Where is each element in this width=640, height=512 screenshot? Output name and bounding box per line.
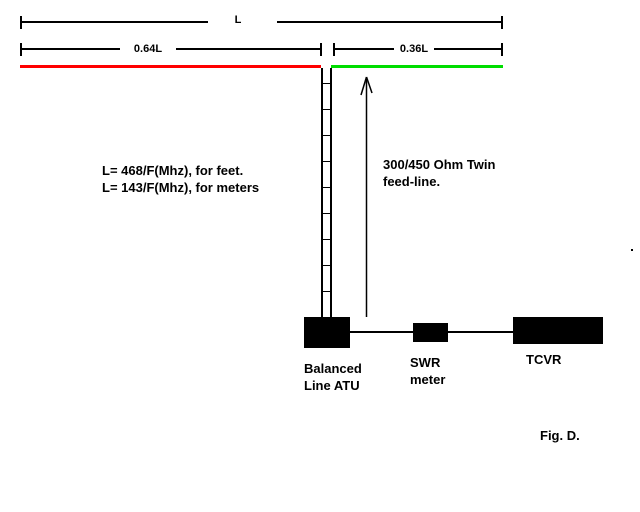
dim-total-label: L bbox=[208, 13, 268, 27]
feedline-annotation-line2: feed-line. bbox=[383, 174, 441, 189]
swr-meter-box bbox=[413, 323, 448, 342]
feedline-annotation-line1: 300/450 Ohm Twin bbox=[383, 157, 496, 172]
tcvr-label: TCVR bbox=[526, 352, 562, 367]
length-formulas: L= 468/F(Mhz), for feet. L= 143/F(Mhz), … bbox=[102, 162, 259, 196]
ladder-rung bbox=[321, 109, 332, 110]
dim-left-line-right-segment bbox=[176, 48, 322, 50]
dim-total-tick-right bbox=[501, 16, 503, 29]
dim-right-tick-right bbox=[501, 43, 503, 56]
dim-total-line-left-segment bbox=[20, 21, 208, 23]
feedline-annotation: 300/450 Ohm Twin feed-line. bbox=[383, 156, 495, 190]
dim-right-line-right-segment bbox=[434, 48, 503, 50]
swr-meter-label: SWR meter bbox=[410, 354, 445, 388]
atu-label-line2: Line ATU bbox=[304, 378, 360, 393]
antenna-right-element-wire bbox=[331, 65, 503, 68]
ladder-rail-left bbox=[321, 68, 323, 317]
ladder-rung bbox=[321, 291, 332, 292]
dim-left-line-left-segment bbox=[20, 48, 120, 50]
dim-left-tick-right bbox=[320, 43, 322, 56]
atu-label-line1: Balanced bbox=[304, 361, 362, 376]
formula-feet: L= 468/F(Mhz), for feet. bbox=[102, 163, 244, 178]
ladder-rung bbox=[321, 135, 332, 136]
tcvr-box bbox=[513, 317, 603, 344]
ladder-rung bbox=[321, 265, 332, 266]
dim-total-line-right-segment bbox=[277, 21, 503, 23]
swr-to-tcvr-line bbox=[448, 331, 513, 333]
dim-right-label: 0.36L bbox=[394, 42, 434, 56]
stray-mark bbox=[631, 249, 633, 251]
ladder-rung bbox=[321, 187, 332, 188]
antenna-left-element-wire bbox=[20, 65, 321, 68]
ladder-rung bbox=[321, 83, 332, 84]
balanced-line-atu-label: Balanced Line ATU bbox=[304, 360, 362, 394]
dim-left-label: 0.64L bbox=[120, 42, 176, 56]
ladder-rung bbox=[321, 239, 332, 240]
figure-caption: Fig. D. bbox=[540, 428, 580, 443]
ladder-rung bbox=[321, 213, 332, 214]
swr-label-line1: SWR bbox=[410, 355, 441, 370]
balanced-line-atu-box bbox=[304, 317, 350, 348]
ladder-rung bbox=[321, 161, 332, 162]
ladder-rail-right bbox=[330, 68, 332, 317]
swr-label-line2: meter bbox=[410, 372, 446, 387]
formula-meters: L= 143/F(Mhz), for meters bbox=[102, 180, 260, 195]
atu-to-swr-line bbox=[350, 331, 413, 333]
dim-right-line-left-segment bbox=[333, 48, 394, 50]
